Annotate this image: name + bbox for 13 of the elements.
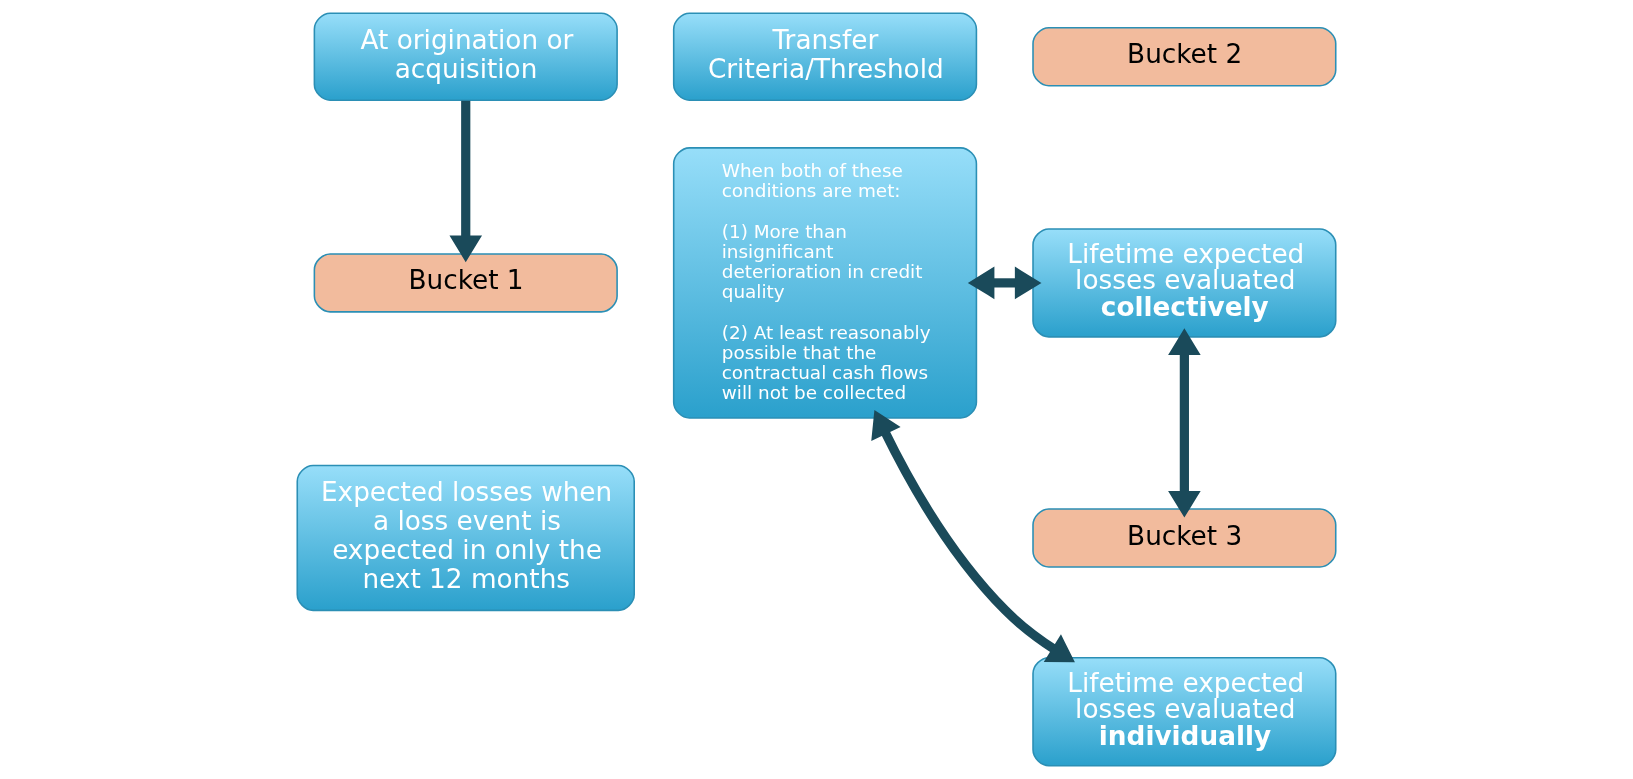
arrow [871, 410, 1075, 663]
arrow [967, 266, 1042, 300]
node-box: When both of these conditions are met: (1) More than insignificant deterioration in credit quality (2) At least reasonably possible that the contractual cash flows will not be collected [672, 147, 978, 419]
node-box: Transfer Criteria/Threshold [672, 12, 978, 101]
node-box: Expected losses when a loss event is expected in only the next 12 months [296, 464, 635, 612]
node-box: Bucket 1 [313, 253, 618, 313]
arrow [1168, 328, 1201, 518]
arrow [449, 100, 483, 263]
node-box: Bucket 3 [1032, 508, 1337, 568]
node-box: At origination or acquisition [313, 12, 618, 101]
node-box: Lifetime expected losses evaluated individually [1032, 656, 1337, 767]
node-box: Lifetime expected losses evaluated collectively [1032, 228, 1337, 338]
node-box: Bucket 2 [1032, 27, 1337, 87]
